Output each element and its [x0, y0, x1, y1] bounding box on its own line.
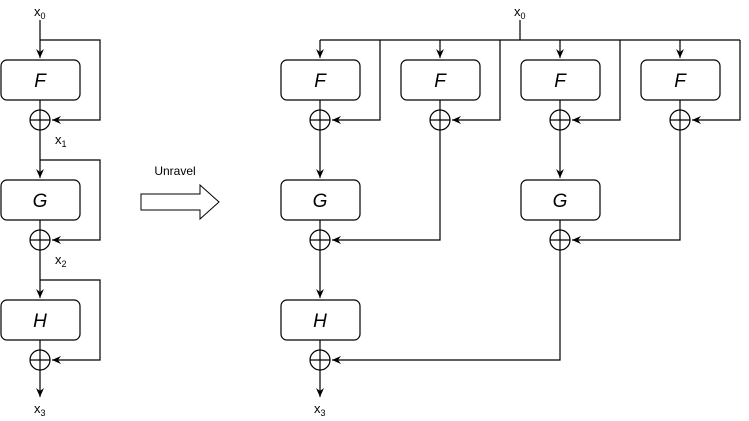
skip-connection: [452, 40, 501, 124]
skip-connection: [332, 130, 441, 244]
sum-node: [669, 109, 691, 131]
path-3-g: [520, 130, 681, 251]
x1-label: x1: [55, 132, 67, 149]
input-label: x0: [34, 4, 46, 21]
block-g-label: G: [33, 191, 48, 212]
block-f-label: F: [554, 71, 567, 92]
sum-node: [429, 109, 451, 131]
skip-connection: [572, 40, 621, 124]
sum-node: [309, 109, 331, 131]
block-f-label: F: [674, 71, 687, 92]
sum-node: [29, 109, 51, 131]
block-f-label: F: [314, 71, 327, 92]
left-labels: x0 F x1 G x2 H x3: [33, 4, 67, 418]
block-h-label: H: [313, 311, 327, 332]
path-1-f: [280, 40, 381, 131]
skip-connection: [40, 279, 101, 364]
path-4-f: [640, 40, 741, 131]
left-diagram: [0, 20, 101, 397]
block-f-label: F: [34, 71, 47, 92]
output-label: x3: [314, 401, 326, 418]
skip-connection: [332, 250, 561, 364]
sum-node: [309, 229, 331, 251]
block-f-label: F: [434, 71, 447, 92]
block-g-label: G: [313, 191, 328, 212]
path-1-g: [280, 130, 441, 251]
skip-connection: [40, 159, 101, 244]
unravel-arrow: Unravel: [140, 164, 220, 221]
unravel-label: Unravel: [154, 164, 195, 178]
skip-connection: [692, 40, 741, 124]
skip-connection: [40, 39, 101, 124]
block-g-label: G: [553, 191, 568, 212]
skip-connection: [332, 40, 381, 124]
sum-node: [549, 229, 571, 251]
path-2-f: [400, 40, 501, 131]
skip-connection: [572, 130, 681, 244]
x2-label: x2: [55, 252, 67, 269]
path-1-h: [280, 250, 561, 397]
output-label: x3: [34, 401, 46, 418]
block-h-label: H: [33, 311, 47, 332]
sum-node: [29, 349, 51, 371]
right-labels: x0 F F F F G G H x3: [313, 4, 688, 418]
sum-node: [29, 229, 51, 251]
sum-node: [309, 349, 331, 371]
block-arrow-icon: [140, 183, 220, 221]
sum-node: [549, 109, 571, 131]
path-3-f: [520, 40, 621, 131]
right-diagram: [280, 20, 741, 397]
input-label: x0: [514, 4, 526, 21]
